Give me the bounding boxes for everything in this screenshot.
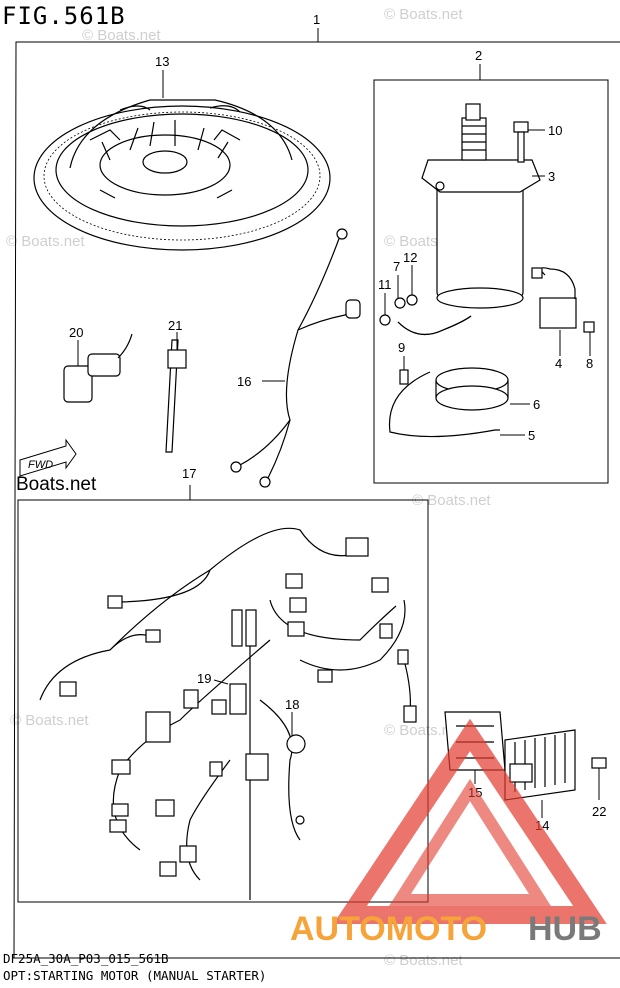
watermark-text: © Boats.net <box>384 722 463 739</box>
fwd-direction-icon: FWD <box>19 438 77 477</box>
logo-text-part1: AUTOMOTO <box>290 910 487 948</box>
watermark-logo: Boats.net <box>16 474 97 495</box>
wiring-harness <box>39 527 417 900</box>
starter-motor <box>421 103 541 309</box>
watermark-text: © Boats.net <box>384 6 463 23</box>
svg-text:FWD: FWD <box>28 459 53 471</box>
watermarks: © Boats.net © Boats.net © Boats.net © Bo… <box>6 6 491 969</box>
callout-2: 2 <box>475 48 482 63</box>
callout-18: 18 <box>285 697 299 712</box>
battery-cable <box>230 228 361 488</box>
outer-frame <box>13 41 620 959</box>
starter-relay <box>531 267 577 329</box>
watermark-text: © Boats.net <box>412 492 491 509</box>
watermark-text: © Boats.net <box>6 233 85 250</box>
bolt <box>513 121 529 163</box>
callout-6: 6 <box>533 397 540 412</box>
callout-5: 5 <box>528 428 535 443</box>
callout-13: 13 <box>155 54 169 69</box>
callout-10: 10 <box>548 123 562 138</box>
automotohub-logo: AUTOMOTO HUB <box>290 718 607 948</box>
watermark-text: © Boats.net <box>384 952 463 969</box>
harness-frame <box>17 499 429 903</box>
callout-19: 19 <box>197 671 211 686</box>
callout-4: 4 <box>555 356 562 371</box>
regulator <box>504 729 576 801</box>
diagram-code: DF25A_30A_P03_015_561B <box>3 951 169 966</box>
callout-22: 22 <box>592 804 606 819</box>
watermark-text: © Boats.net <box>82 27 161 44</box>
diagram-caption: OPT:STARTING MOTOR (MANUAL STARTER) <box>3 968 267 983</box>
callout-11: 11 <box>378 277 392 292</box>
callout-16: 16 <box>237 374 251 389</box>
figure-title: FIG.561B <box>2 2 126 30</box>
callout-9: 9 <box>398 340 405 355</box>
callout-8: 8 <box>586 356 593 371</box>
callout-7: 7 <box>393 259 400 274</box>
callout-12: 12 <box>403 250 417 265</box>
starter-band <box>435 367 509 411</box>
callout-1: 1 <box>313 12 320 27</box>
logo-text-part2: HUB <box>528 910 602 948</box>
flywheel <box>33 99 331 251</box>
watermark-text: © Boats.net <box>10 712 89 729</box>
starter-frame <box>373 79 609 484</box>
switch <box>63 333 133 403</box>
callout-20: 20 <box>69 325 83 340</box>
callout-17: 17 <box>182 466 196 481</box>
callout-21: 21 <box>168 318 182 333</box>
callout-3: 3 <box>548 169 555 184</box>
